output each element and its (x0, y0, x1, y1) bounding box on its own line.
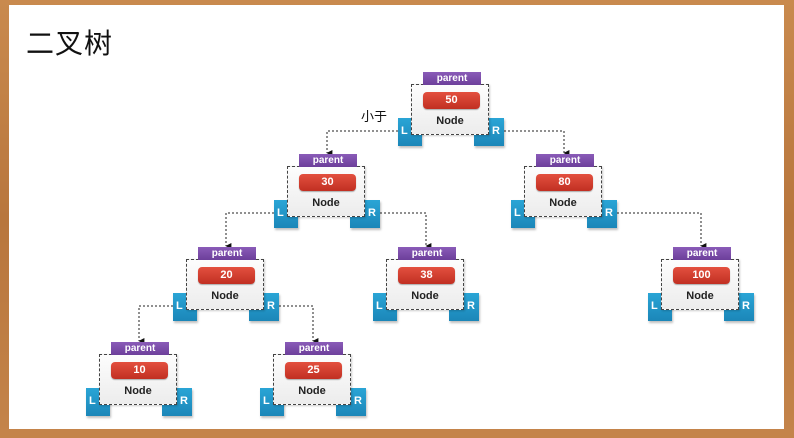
node-label: Node (686, 290, 714, 302)
node-label: Node (312, 197, 340, 209)
left-label: L (277, 207, 284, 219)
node-value: 38 (398, 267, 455, 284)
left-label: L (401, 125, 408, 137)
node-label: Node (124, 385, 152, 397)
edge-n20-n10 (138, 305, 173, 344)
left-label: L (176, 300, 183, 312)
left-label: L (263, 395, 270, 407)
parent-tab: parent (198, 247, 256, 260)
node-value: 30 (299, 174, 356, 191)
parent-tab: parent (536, 154, 594, 167)
edge-n50-n80 (504, 130, 570, 156)
right-label: R (605, 207, 613, 219)
right-label: R (267, 300, 275, 312)
edge-n50-n30 (326, 130, 398, 156)
right-label: R (492, 125, 500, 137)
left-label: L (376, 300, 383, 312)
less-than-annotation: 小于 (361, 110, 388, 125)
node-value: 20 (198, 267, 255, 284)
edge-n30-n20 (225, 212, 274, 249)
parent-tab: parent (299, 154, 357, 167)
parent-tab: parent (285, 342, 343, 355)
edge-n80-n100 (617, 212, 707, 249)
node-label: Node (211, 290, 239, 302)
left-label: L (89, 395, 96, 407)
node-label: Node (298, 385, 326, 397)
right-label: R (368, 207, 376, 219)
slide-title: 二叉树 (26, 27, 114, 60)
right-label: R (742, 300, 750, 312)
parent-tab: parent (673, 247, 731, 260)
node-value: 10 (111, 362, 168, 379)
left-label: L (514, 207, 521, 219)
right-label: R (467, 300, 475, 312)
parent-tab: parent (111, 342, 169, 355)
node-value: 100 (673, 267, 730, 284)
edge-n20-n25 (279, 305, 319, 344)
node-value: 25 (285, 362, 342, 379)
node-label: Node (549, 197, 577, 209)
parent-tab: parent (423, 72, 481, 85)
node-value: 80 (536, 174, 593, 191)
right-label: R (354, 395, 362, 407)
edge-n30-n38 (380, 212, 432, 249)
node-label: Node (436, 115, 464, 127)
right-label: R (180, 395, 188, 407)
left-label: L (651, 300, 658, 312)
node-label: Node (411, 290, 439, 302)
parent-tab: parent (398, 247, 456, 260)
node-value: 50 (423, 92, 480, 109)
